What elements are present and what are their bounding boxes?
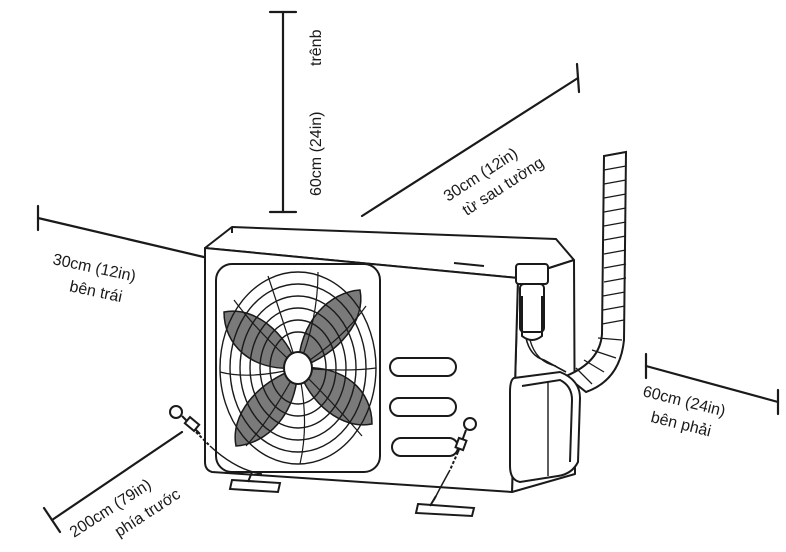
unit-feet bbox=[228, 471, 476, 518]
valve-cap bbox=[515, 263, 549, 285]
label-right: 60cm (24in) bên phải bbox=[641, 383, 727, 440]
terminal-cover bbox=[509, 370, 582, 484]
front-clearance-line bbox=[42, 430, 184, 534]
vent-2 bbox=[389, 397, 457, 417]
right-clearance-line bbox=[644, 352, 780, 416]
label-front: 200cm (79in) phía trước bbox=[67, 476, 184, 541]
vent-3 bbox=[391, 437, 459, 457]
side-fittings bbox=[515, 263, 567, 373]
back-clearance-line bbox=[360, 62, 581, 218]
grille-rings bbox=[219, 271, 377, 465]
label-top: 60cm (24in) trênb bbox=[308, 29, 325, 196]
fan-blades bbox=[223, 289, 373, 447]
top-clearance-line bbox=[268, 10, 298, 214]
valve-body bbox=[519, 283, 545, 333]
left-clearance-line bbox=[36, 204, 210, 260]
label-top-value: 60cm (24in) bbox=[308, 112, 325, 196]
label-left: 30cm (12in) bên trái bbox=[51, 251, 137, 306]
label-left-side: bên trái bbox=[68, 278, 124, 306]
bolt-right bbox=[433, 417, 477, 501]
pipe-conduit bbox=[564, 150, 628, 394]
side-vents bbox=[389, 357, 459, 457]
dimension-lines bbox=[36, 10, 780, 534]
anchor-bolts bbox=[169, 405, 477, 501]
label-back: 30cm (12in) từ sau tường bbox=[441, 145, 547, 219]
fan-hub bbox=[283, 351, 313, 385]
label-top-side: trênb bbox=[308, 29, 325, 66]
foot-left bbox=[228, 478, 282, 494]
fan-grille bbox=[215, 263, 381, 473]
label-left-value: 30cm (12in) bbox=[51, 251, 137, 285]
bolt-left bbox=[169, 405, 263, 475]
vent-1 bbox=[389, 357, 457, 377]
foot-right bbox=[414, 502, 476, 518]
